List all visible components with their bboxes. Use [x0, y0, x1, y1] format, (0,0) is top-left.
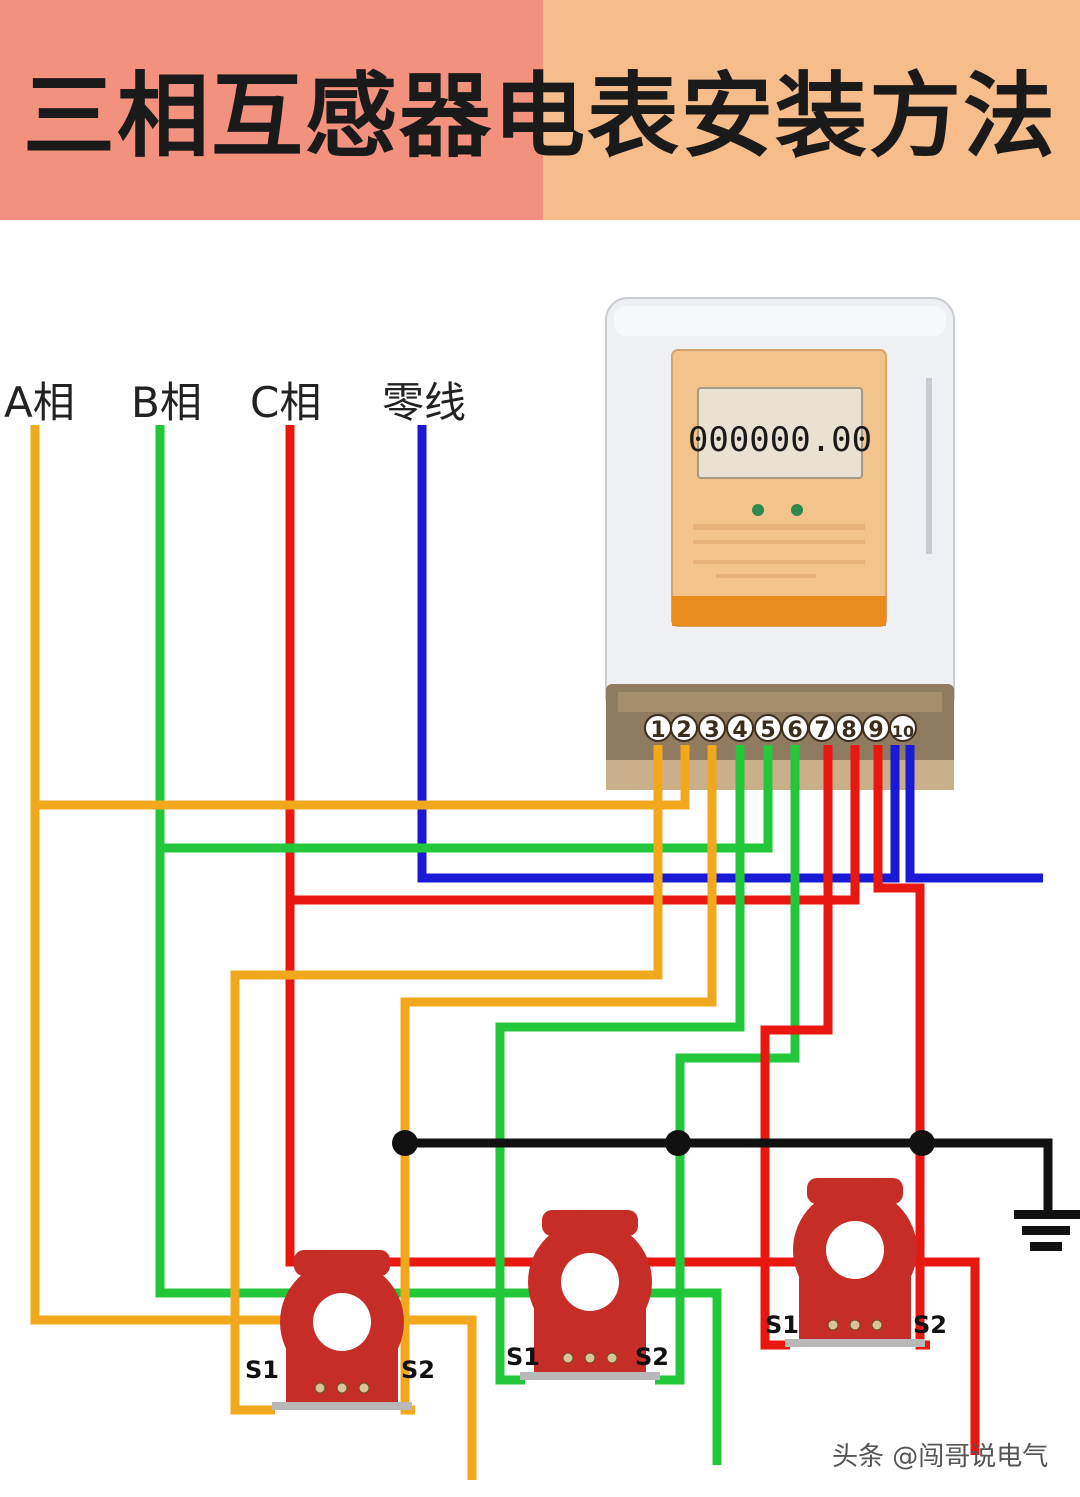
- wire-c-voltage-tap: [290, 745, 860, 905]
- meter-lcd: [697, 387, 863, 479]
- junction-dot: [909, 1130, 935, 1156]
- header-right-panel: [543, 0, 1080, 220]
- terminal-1: 1: [644, 714, 672, 743]
- label-neutral: 零线: [382, 378, 467, 427]
- terminal-9: 9: [862, 714, 890, 743]
- wire-phase-b-main: [155, 425, 722, 1465]
- junction-dot: [665, 1130, 691, 1156]
- terminal-number: 8: [841, 718, 856, 743]
- label-phase-a: A相: [4, 378, 75, 427]
- ct-s1-label: S1: [506, 1343, 540, 1371]
- wire-ct-b-s1: [495, 745, 745, 1385]
- terminal-2: 2: [670, 714, 698, 743]
- terminal-5: 5: [754, 714, 782, 743]
- header-banner: 三相互感器电表安装方法: [0, 0, 1080, 220]
- header-left-panel: [0, 0, 543, 220]
- terminal-number: 10: [892, 722, 914, 741]
- wire-ct-a-s1: [230, 745, 663, 1415]
- terminal-number: 7: [814, 718, 829, 743]
- wire-neutral-out: [905, 745, 1043, 883]
- current-transformer-2: S1 S2: [506, 1210, 669, 1380]
- terminal-number: 4: [732, 718, 747, 743]
- current-transformer-1: S1 S2: [245, 1250, 435, 1410]
- earth-ground-icon: [1014, 1210, 1080, 1251]
- terminal-number: 3: [704, 718, 719, 743]
- ct-window: [313, 1293, 371, 1351]
- label-phase-c: C相: [250, 378, 322, 427]
- terminal-number: 5: [760, 718, 775, 743]
- ground-bus: [392, 1130, 1080, 1251]
- wire-a-voltage-tap: [35, 745, 690, 810]
- ct-window: [561, 1253, 619, 1311]
- terminal-number: 9: [868, 718, 883, 743]
- ct-s2-label: S2: [635, 1343, 669, 1371]
- terminal-10: 10: [889, 714, 917, 742]
- junction-dot: [392, 1130, 418, 1156]
- ct-s2-label: S2: [401, 1356, 435, 1384]
- terminal-number: 1: [650, 718, 665, 743]
- wire-ct-c-s1: [760, 745, 833, 1350]
- current-transformer-3: S1 S2: [765, 1178, 947, 1347]
- meter-reading: 000000.00: [688, 420, 872, 460]
- label-phase-b: B相: [131, 378, 202, 427]
- ct-s1-label: S1: [245, 1356, 279, 1384]
- ct-s2-label: S2: [913, 1311, 947, 1339]
- terminal-number: 6: [787, 718, 802, 743]
- ct-window: [826, 1221, 884, 1279]
- wire-ct-b-s2: [655, 745, 800, 1385]
- terminal-3: 3: [698, 714, 726, 743]
- page-title: 三相互感器电表安装方法: [22, 63, 1057, 170]
- terminal-4: 4: [726, 714, 754, 743]
- ct-s1-label: S1: [765, 1311, 799, 1339]
- terminal-number: 2: [676, 718, 691, 743]
- watermark: 头条 @闯哥说电气: [832, 1442, 1049, 1472]
- wire-b-voltage-tap: [160, 745, 773, 853]
- wire-phase-a-main: [30, 425, 477, 1480]
- energy-meter: 000000.00: [605, 297, 955, 790]
